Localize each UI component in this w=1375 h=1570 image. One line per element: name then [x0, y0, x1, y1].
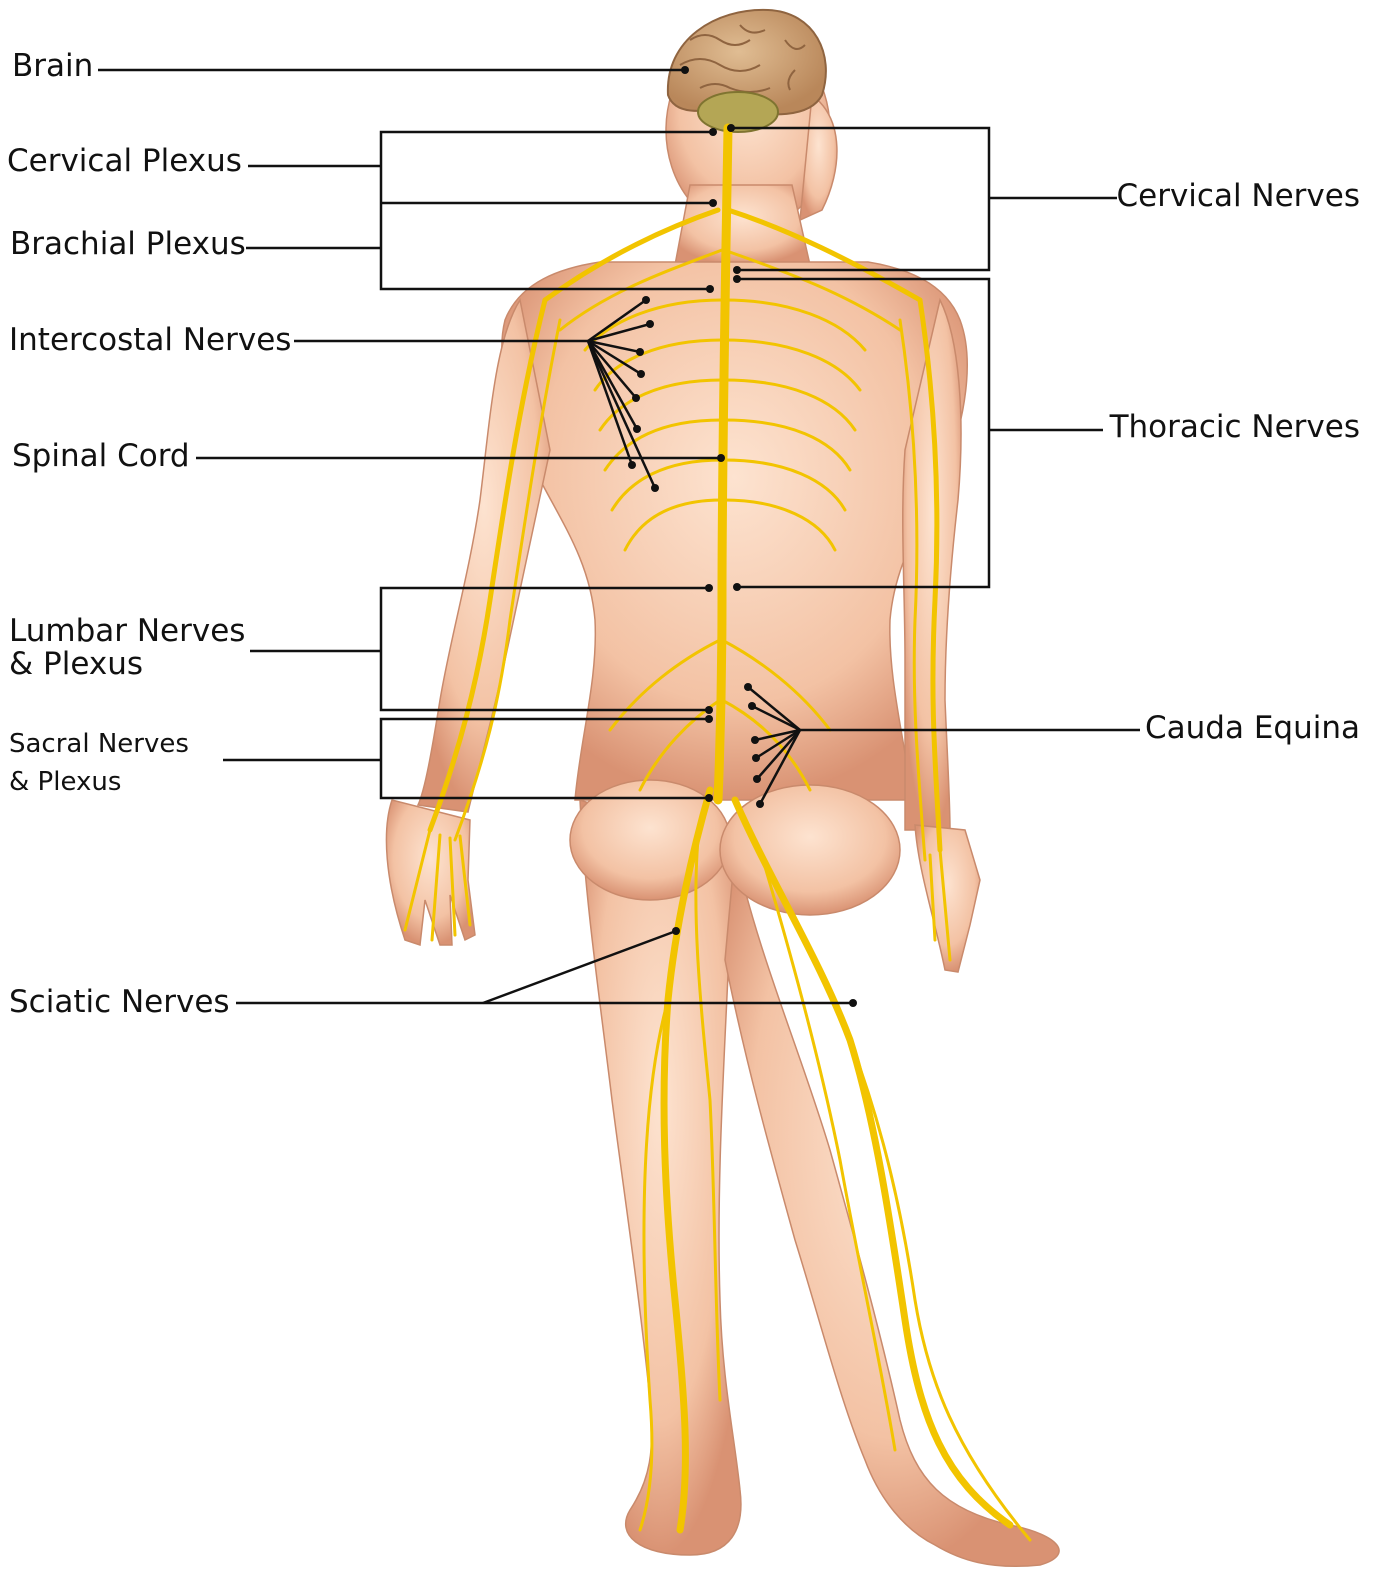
label-intercostal-nerves: Intercostal Nerves	[9, 324, 291, 357]
label-brain: Brain	[12, 50, 93, 83]
label-lumbar-line2: & Plexus	[9, 648, 245, 681]
label-sacral-line2: & Plexus	[9, 764, 189, 802]
cerebellum	[698, 92, 778, 132]
label-cervical-nerves: Cervical Nerves	[1116, 180, 1360, 213]
label-brachial-plexus: Brachial Plexus	[10, 228, 246, 261]
label-sacral-nerves: Sacral Nerves & Plexus	[9, 726, 189, 801]
label-lumbar-line1: Lumbar Nerves	[9, 615, 245, 648]
neck	[675, 185, 810, 265]
label-lumbar-nerves: Lumbar Nerves & Plexus	[9, 615, 245, 680]
right-leg	[725, 850, 1059, 1566]
label-sacral-line1: Sacral Nerves	[9, 726, 189, 764]
label-spinal-cord: Spinal Cord	[12, 440, 190, 473]
left-arm	[418, 300, 550, 812]
label-cauda-equina: Cauda Equina	[1145, 712, 1360, 745]
left-leg	[580, 800, 741, 1555]
right-buttock	[720, 785, 900, 915]
label-sciatic-nerves: Sciatic Nerves	[9, 986, 230, 1019]
label-thoracic-nerves: Thoracic Nerves	[1110, 411, 1360, 444]
label-cervical-plexus: Cervical Plexus	[7, 145, 242, 178]
